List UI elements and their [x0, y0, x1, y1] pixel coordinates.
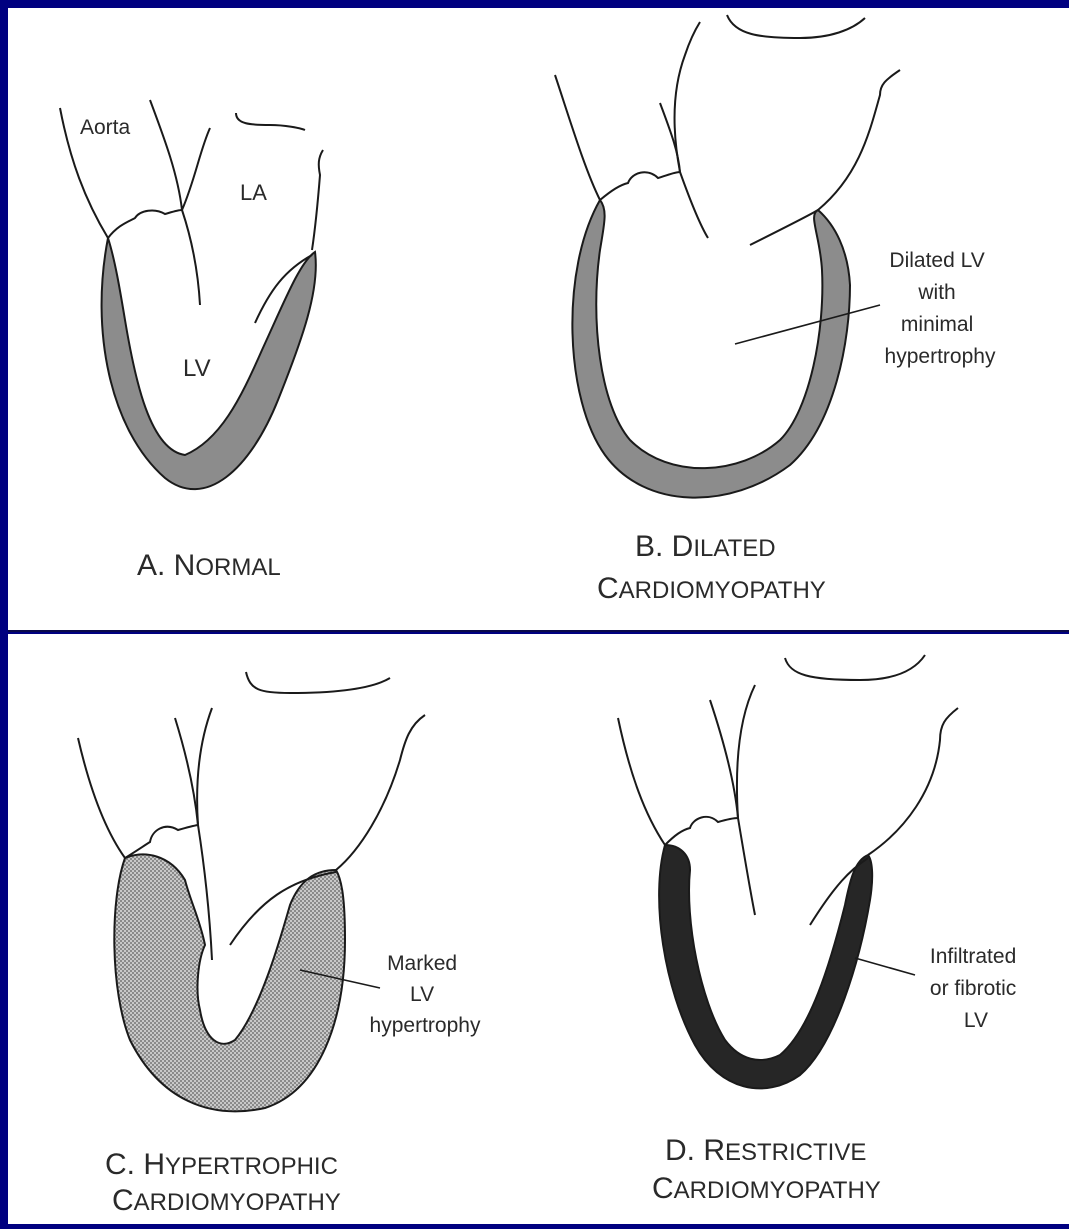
- heart-restrictive: [617, 654, 959, 1090]
- panel-divider: [8, 630, 1069, 632]
- heart-dilated: [554, 14, 901, 499]
- hypertrophic-annotation: Marked LV hypertrophy: [370, 952, 481, 1037]
- caption-normal: A. NORMAL: [137, 549, 281, 582]
- lv-label: LV: [183, 355, 211, 382]
- lv-wall-restrictive: [658, 843, 874, 1090]
- caption-dilated: B. DILATED CARDIOMYOPATHY: [597, 530, 826, 605]
- aorta-label: Aorta: [80, 116, 131, 139]
- heart-normal: [59, 99, 324, 491]
- caption-restrictive: D. RESTRICTIVE CARDIOMYOPATHY: [652, 1134, 881, 1205]
- lv-wall-hypertrophic: [113, 853, 347, 1113]
- lv-wall-dilated: [571, 198, 852, 499]
- heart-hypertrophic: [77, 671, 426, 1113]
- caption-hypertrophic: C. HYPERTROPHIC CARDIOMYOPATHY: [105, 1148, 342, 1217]
- la-label: LA: [240, 180, 267, 205]
- restrictive-annotation: Infiltrated or fibrotic LV: [930, 945, 1022, 1032]
- top-panel: [8, 8, 1069, 630]
- dilated-annotation: Dilated LV with minimal hypertrophy: [885, 249, 996, 368]
